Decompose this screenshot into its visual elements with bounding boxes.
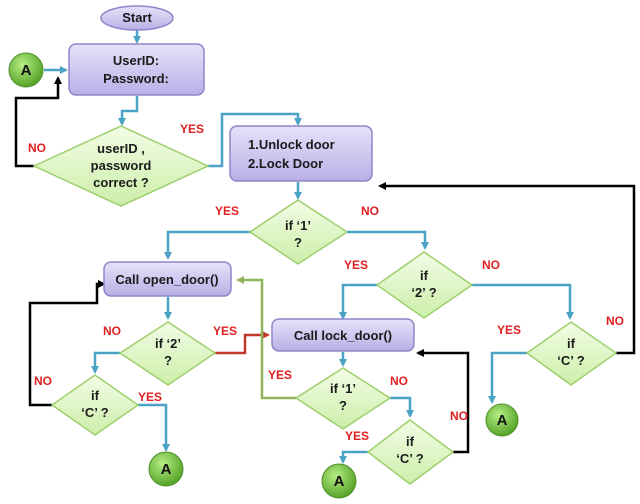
arrow-check-no-loop (14, 76, 62, 168)
if-c-left-line-2: ‘C’ ? (81, 405, 109, 420)
arrow-ifc-no-loop (416, 349, 470, 454)
no-label: NO (103, 324, 121, 338)
if-2-top-decision: if ‘2’ ? (375, 251, 474, 319)
credentials-line-1: UserID: (113, 53, 159, 68)
start-node: Start (100, 5, 174, 31)
credentials-process: UserID: Password: (68, 43, 205, 96)
no-label: NO (28, 141, 46, 155)
check-line-2: password (91, 158, 152, 173)
connector-a-top: A (8, 52, 44, 88)
if-c-right-line-2: ‘C’ ? (557, 353, 585, 368)
arrow-if2-yes-to-lock-door-red (215, 331, 270, 355)
arrow-ifc-yes-to-connector (488, 351, 527, 404)
if-1-line-2: ? (294, 235, 302, 250)
menu-process: 1.Unlock door 2.Lock Door (229, 125, 373, 182)
arrow-check-yes-to-menu (208, 112, 302, 168)
call-open-door-process: Call open_door() (103, 261, 232, 297)
menu-line-1: 1.Unlock door (248, 137, 335, 152)
check-credentials-decision: userID , password correct ? (32, 125, 210, 207)
if-1-line-1: if ‘1’ (285, 218, 311, 233)
credentials-line-2: Password: (103, 71, 169, 86)
connector-label: A (161, 461, 172, 478)
arrow-if1-no-to-ifc (390, 396, 414, 418)
arrow-if1-yes-to-open-door (164, 230, 250, 260)
arrow-if1-no-to-if2 (347, 230, 429, 250)
if-c-lock-decision: if ‘C’ ? (366, 419, 455, 485)
arrow-ifc-yes-to-connector (138, 403, 170, 452)
yes-label: YES (215, 204, 239, 218)
if-2-top-line-1: if (420, 268, 429, 283)
no-label: NO (450, 409, 468, 423)
if-2-left-line-1: if ‘2’ (155, 336, 181, 351)
yes-label: YES (213, 324, 237, 338)
no-label: NO (482, 258, 500, 272)
if-c-lock-line-2: ‘C’ ? (396, 451, 424, 466)
yes-label: YES (138, 390, 162, 404)
arrow-if1-yes-to-open-door-green (236, 276, 296, 400)
arrow-if2-no-to-ifc (472, 283, 574, 320)
if-2-top-line-2: ‘2’ ? (411, 285, 436, 300)
call-open-door-label: Call open_door() (115, 272, 218, 287)
check-line-3: correct ? (93, 175, 149, 190)
connector-label: A (497, 412, 508, 429)
if-c-left-line-1: if (91, 388, 100, 403)
arrow-if2-yes-to-lock-door (339, 283, 377, 320)
if-c-right-decision: if ‘C’ ? (525, 321, 618, 386)
if-c-right-line-1: if (567, 336, 576, 351)
arrow-credentials-to-check (118, 96, 139, 126)
if-1-lock-decision: if ‘1’ ? (294, 367, 392, 430)
connector-a-right: A (485, 403, 519, 437)
no-label: NO (34, 374, 52, 388)
arrow-if2-no-to-ifc (91, 351, 120, 374)
connector-a-bottom-middle: A (321, 463, 357, 499)
check-line-1: userID , (97, 141, 145, 156)
if-2-left-line-2: ? (164, 353, 172, 368)
if-1-lock-line-2: ? (339, 398, 347, 413)
arrow-ifc-no-loop (28, 280, 106, 407)
connector-a-bottom-left: A (148, 451, 184, 487)
call-lock-door-label: Call lock_door() (294, 328, 392, 343)
if-1-decision: if ‘1’ ? (248, 199, 349, 265)
connector-label: A (334, 473, 345, 490)
yes-label: YES (497, 323, 521, 337)
menu-line-2: 2.Lock Door (248, 156, 323, 171)
call-lock-door-process: Call lock_door() (271, 318, 415, 352)
yes-label: YES (344, 258, 368, 272)
connector-label: A (21, 62, 32, 79)
no-label: NO (361, 204, 379, 218)
yes-label: YES (180, 122, 204, 136)
if-1-lock-line-1: if ‘1’ (330, 381, 356, 396)
arrow-ifc-yes-to-connector (339, 450, 368, 464)
arrow-ifc-no-to-menu (378, 182, 636, 355)
yes-label: YES (345, 429, 369, 443)
start-label: Start (122, 10, 152, 25)
yes-label: YES (268, 368, 292, 382)
if-c-left-decision: if ‘C’ ? (50, 374, 140, 436)
no-label: NO (606, 314, 624, 328)
if-2-left-decision: if ‘2’ ? (118, 321, 217, 386)
if-c-lock-line-1: if (406, 434, 415, 449)
no-label: NO (390, 374, 408, 388)
